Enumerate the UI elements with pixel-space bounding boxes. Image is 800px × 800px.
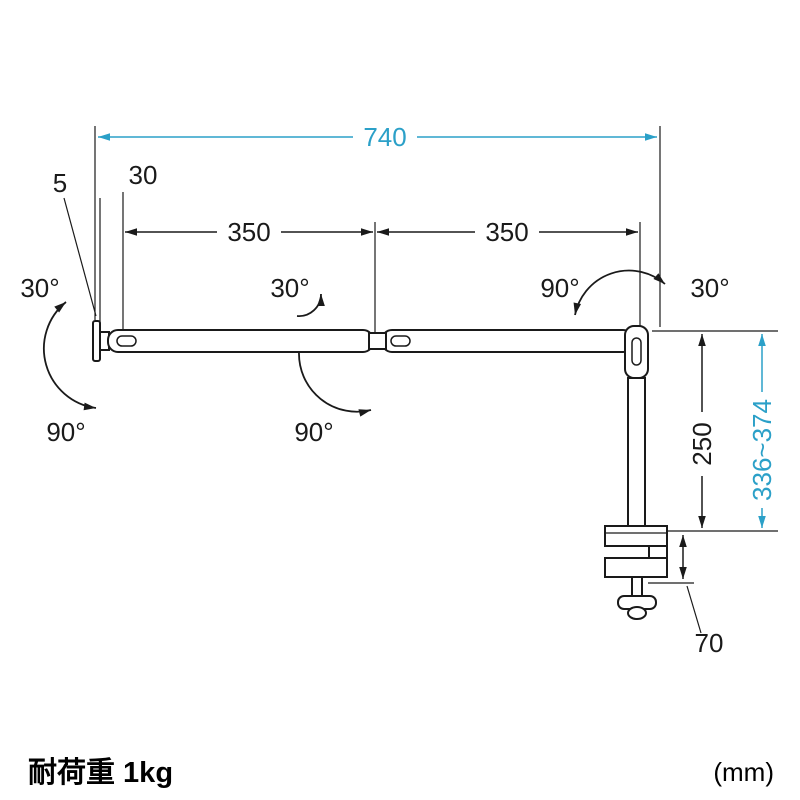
pole-slot [631, 337, 642, 366]
leader-line-5 [63, 197, 97, 317]
unit-label: (mm) [713, 757, 774, 787]
extension-lines [63, 126, 778, 634]
clamp-knob-ball [627, 606, 647, 620]
leader-line-70 [686, 585, 702, 634]
dim-label-250: 250 [687, 422, 717, 465]
label-background [353, 122, 417, 150]
dim-label-70: 70 [695, 628, 724, 658]
dim-clamp-range: 70 [679, 535, 724, 658]
dim-height-range: 336~374 [747, 334, 777, 528]
angle-label-right-tilt: 30° [690, 273, 729, 303]
angle-annotation-right: 90° 30° [540, 269, 730, 316]
label-background [217, 217, 281, 245]
clamp-bottom-jaw [604, 557, 668, 578]
arm-segment-2 [381, 329, 634, 353]
rotation-arrow-left [43, 301, 97, 411]
arm-segment-1 [107, 329, 374, 353]
dim-pole-height: 250 [687, 334, 717, 528]
dim-arm1-length: 350 [125, 217, 373, 247]
angle-annotation-left: 30° 90° [20, 273, 97, 447]
arm-slot-2 [390, 335, 411, 347]
arm-assembly [92, 320, 668, 620]
monitor-mount-plate [92, 320, 101, 362]
angle-label-mid-tilt: 30° [270, 273, 309, 303]
angle-label-right-swing: 90° [540, 273, 579, 303]
dim-label-30: 30 [129, 160, 158, 190]
pole-shaft [627, 377, 646, 529]
dim-arm2-length: 350 [377, 217, 638, 247]
arm-slot-1 [116, 335, 137, 347]
dim-label-height-range: 336~374 [747, 399, 777, 501]
dim-label-740: 740 [363, 122, 406, 152]
label-background [688, 412, 716, 476]
dim-total-width: 740 [98, 122, 657, 152]
rotation-arrow-mid-swing [298, 351, 372, 417]
label-background [475, 217, 539, 245]
angle-label-left-swing: 90° [46, 417, 85, 447]
load-capacity-label: 耐荷重 1kg [28, 756, 173, 789]
label-background [748, 392, 776, 508]
angle-label-mid-swing: 90° [294, 417, 333, 447]
dim-label-350-right: 350 [485, 217, 528, 247]
clamp-top-plate [604, 525, 668, 547]
rotation-arrow-right [573, 269, 666, 316]
clamp-screw-shaft [631, 576, 643, 599]
rotation-arrow-mid-tilt [296, 293, 325, 317]
mid-joint [368, 332, 387, 350]
dim-label-350-left: 350 [227, 217, 270, 247]
dim-label-5: 5 [53, 168, 67, 198]
angle-annotation-middle: 30° 90° [270, 273, 372, 447]
angle-label-left-tilt: 30° [20, 273, 59, 303]
